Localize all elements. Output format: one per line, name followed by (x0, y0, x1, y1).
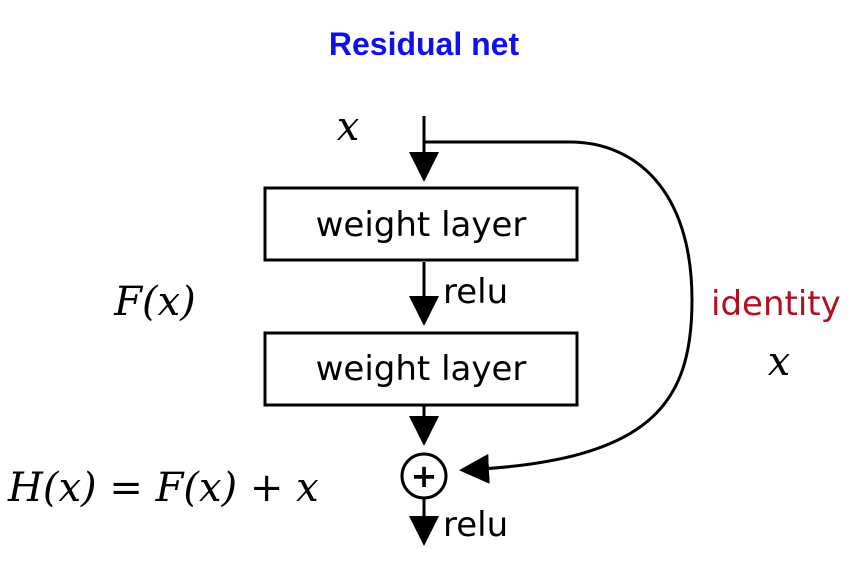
identity-shortcut-path (424, 140, 694, 484)
sum-symbol: + (411, 457, 438, 495)
identity-variable-label: x (768, 339, 791, 385)
residual-output-equation: H(x) = F(x) + x (7, 465, 319, 511)
output-relu-label: relu (443, 505, 508, 545)
identity-label: identity (711, 284, 841, 324)
weight-layer-1-label: weight layer (316, 205, 527, 245)
weight-layer-2 (263, 331, 579, 407)
weight-layer-2-label: weight layer (316, 349, 527, 389)
residual-function-label: F(x) (113, 279, 196, 325)
input-variable-label: x (337, 104, 360, 150)
diagram-title: Residual net (329, 26, 520, 62)
relu-activation-label: relu (443, 272, 508, 312)
weight-layer-1 (263, 186, 579, 262)
